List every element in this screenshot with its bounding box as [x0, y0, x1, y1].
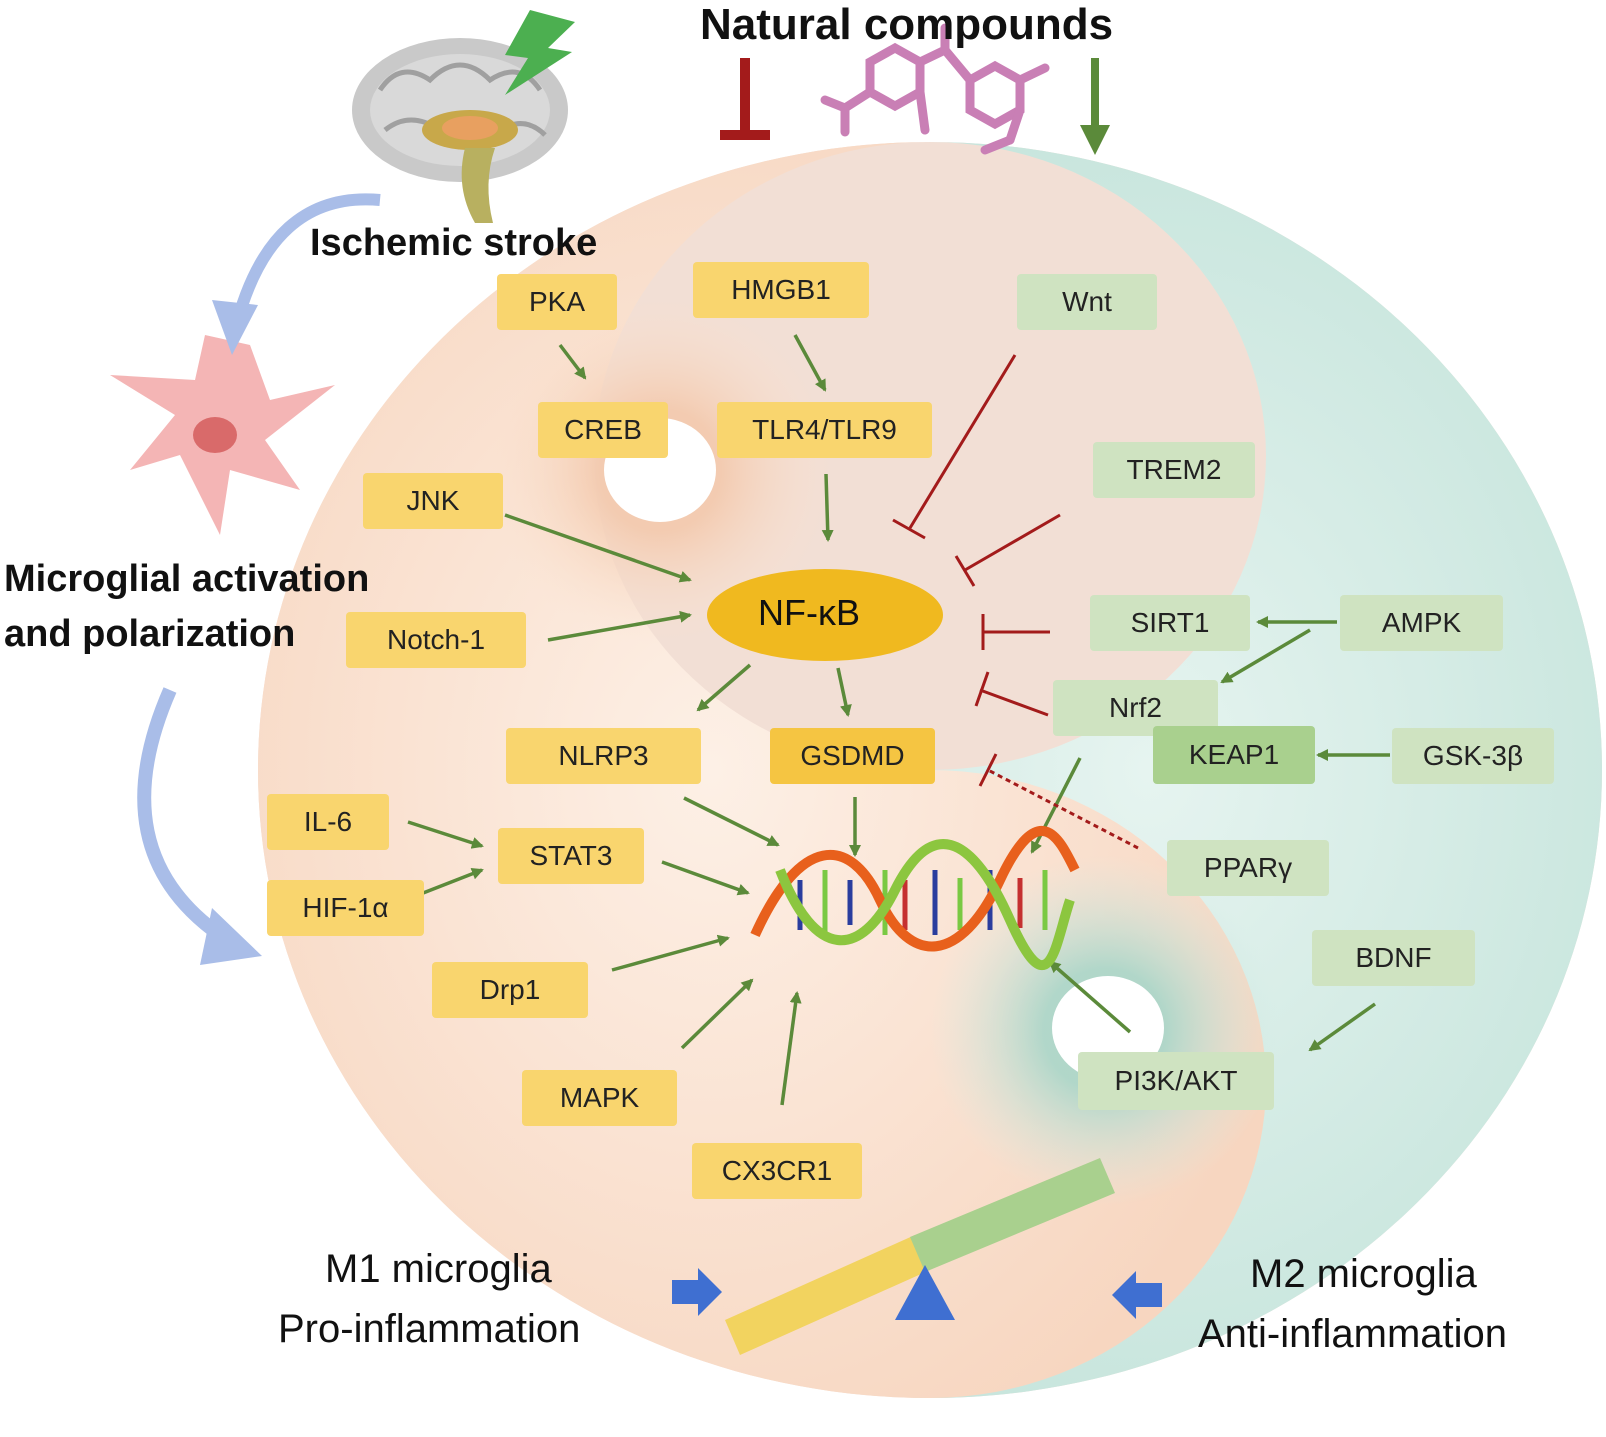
jnk-label: JNK: [406, 485, 460, 516]
m2-push-arrow: [1112, 1271, 1162, 1319]
creb-node: CREB: [538, 402, 668, 458]
ppar-gamma-node: PPARγ: [1167, 840, 1329, 896]
m2-microglia-label: M2 microglia: [1250, 1252, 1477, 1296]
nlrp3-node: NLRP3: [506, 728, 701, 784]
activation-arrows: [407, 334, 1390, 1106]
keap1-label: KEAP1: [1188, 739, 1280, 770]
polarization-label: and polarization: [4, 613, 296, 655]
pi3k-akt-node: PI3K/AKT: [1078, 1052, 1274, 1110]
jnk-node: JNK: [363, 473, 503, 529]
ppar-gamma-label: PPARγ: [1203, 852, 1293, 883]
nrf2-label: Nrf2: [1109, 692, 1162, 723]
inhibition-arrows: [892, 354, 1139, 850]
trem2-label: TREM2: [1126, 454, 1222, 485]
m1-push-arrow: [672, 1268, 722, 1316]
microglial-activation-label: Microglial activation: [4, 558, 370, 600]
nlrp3-label: NLRP3: [558, 740, 649, 771]
dna-icon: [750, 826, 1080, 970]
notch-1-node: Notch-1: [346, 612, 526, 668]
wnt-label: Wnt: [1062, 286, 1112, 317]
hif-1a-label: HIF-1α: [302, 892, 389, 923]
microglia-cell-icon: [110, 335, 335, 535]
flow-arrowhead-bottom: [200, 908, 262, 965]
sirt1-node: SIRT1: [1090, 595, 1250, 651]
notch-1-label: Notch-1: [386, 624, 486, 655]
nfkb-label: NF-κB: [758, 592, 860, 633]
pka-node: PKA: [497, 274, 617, 330]
trem2-node: TREM2: [1093, 442, 1255, 498]
tlr4-tlr9-label: TLR4/TLR9: [752, 414, 897, 445]
bdnf-label: BDNF: [1355, 942, 1432, 973]
gsdmd-node: GSDMD: [770, 728, 935, 784]
wnt-node: Wnt: [1017, 274, 1157, 330]
balance-scale: [725, 1158, 1115, 1355]
flow-arrowhead-top: [212, 300, 258, 355]
lightning-icon: [505, 10, 575, 95]
creb-label: CREB: [564, 414, 642, 445]
cx3cr1-label: CX3CR1: [721, 1155, 833, 1186]
mapk-node: MAPK: [522, 1070, 677, 1126]
bdnf-node: BDNF: [1312, 930, 1475, 986]
compound-inhibit-arrow: [720, 58, 770, 140]
gsk-3b-node: GSK-3β: [1392, 728, 1554, 784]
il-6-label: IL-6: [303, 806, 353, 837]
compound-activate-arrow: [1080, 58, 1110, 155]
flow-arrow-bottom: [137, 687, 225, 941]
stat3-label: STAT3: [529, 840, 613, 871]
brain-icon: [352, 38, 568, 223]
il-6-node: IL-6: [267, 794, 389, 850]
tlr4-tlr9-node: TLR4/TLR9: [717, 402, 932, 458]
pro-inflammation-label: Pro-inflammation: [278, 1307, 581, 1351]
sirt1-label: SIRT1: [1130, 607, 1210, 638]
flow-arrow-top: [229, 193, 381, 332]
drp1-label: Drp1: [479, 974, 541, 1005]
anti-inflammation-label: Anti-inflammation: [1198, 1312, 1508, 1356]
gsdmd-label: GSDMD: [800, 740, 905, 771]
hif-1a-node: HIF-1α: [267, 880, 424, 936]
m1-microglia-label: M1 microglia: [325, 1247, 552, 1291]
hmgb1-label: HMGB1: [731, 274, 831, 305]
ampk-node: AMPK: [1340, 595, 1503, 651]
molecule-icon: [820, 23, 1050, 155]
stat3-node: STAT3: [498, 828, 644, 884]
drp1-node: Drp1: [432, 962, 588, 1018]
pka-label: PKA: [528, 286, 586, 317]
natural-compounds-label: Natural compounds: [700, 0, 1114, 49]
mapk-label: MAPK: [559, 1082, 640, 1113]
ischemic-stroke-label: Ischemic stroke: [310, 222, 598, 264]
cx3cr1-node: CX3CR1: [692, 1143, 862, 1199]
pi3k-akt-label: PI3K/AKT: [1114, 1065, 1238, 1096]
ampk-label: AMPK: [1381, 607, 1462, 638]
hmgb1-node: HMGB1: [693, 262, 869, 318]
gsk-3b-label: GSK-3β: [1422, 740, 1524, 771]
keap1-node: KEAP1: [1153, 726, 1315, 784]
nfkb-ellipse: [707, 569, 943, 661]
